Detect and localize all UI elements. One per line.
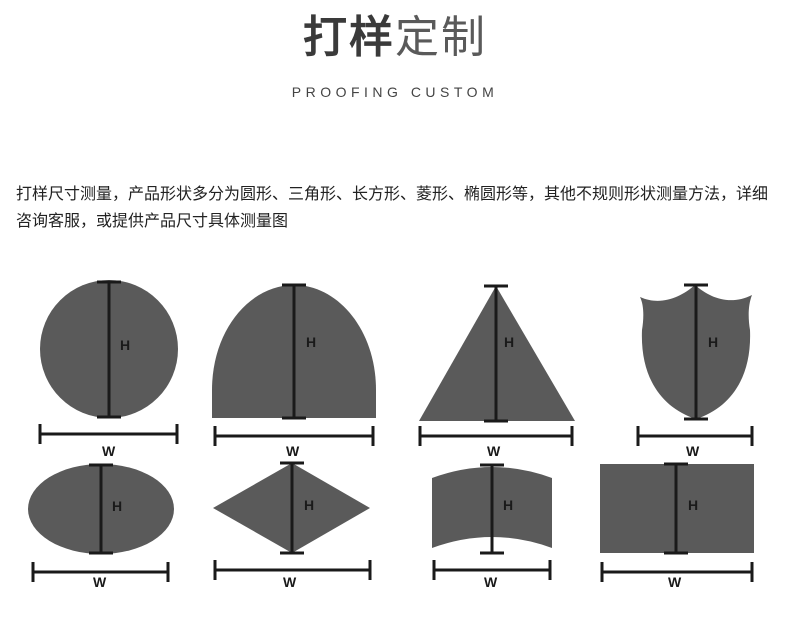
triangle-width-label: W	[487, 443, 501, 459]
curved-band-height-label: H	[503, 497, 513, 513]
curved-band-shape-group: H W	[432, 463, 552, 590]
diamond-shape-group: H W	[213, 461, 372, 590]
arch-shape-group: H W	[212, 283, 376, 459]
triangle-shape-group: H W	[418, 284, 575, 459]
page-subtitle: PROOFING CUSTOM	[291, 84, 499, 100]
page-title: 打样定制	[0, 10, 790, 66]
arch-width-label: W	[286, 443, 300, 459]
circle-width-label: W	[102, 443, 116, 459]
diamond-width-label: W	[283, 574, 297, 590]
shield-width-label: W	[686, 443, 700, 459]
rectangle-shape-group: H W	[600, 462, 754, 590]
rectangle-width-label: W	[668, 574, 682, 590]
diamond-height-label: H	[304, 497, 314, 513]
circle-shape-group: H W	[38, 280, 179, 459]
shield-height-label: H	[708, 334, 718, 350]
ellipse-width-label: W	[93, 574, 107, 590]
ellipse-shape-group: H W	[28, 463, 174, 590]
ellipse-height-label: H	[112, 498, 122, 514]
title-light: 定制	[395, 12, 487, 63]
rectangle-height-label: H	[688, 497, 698, 513]
title-bold: 打样	[303, 12, 395, 63]
arch-height-label: H	[306, 334, 316, 350]
measurement-description: 打样尺寸测量，产品形状多分为圆形、三角形、长方形、菱形、椭圆形等，其他不规则形状…	[16, 184, 769, 230]
circle-height-label: H	[120, 337, 130, 353]
shield-shape-group: H W	[636, 283, 754, 459]
curved-band-width-label: W	[484, 574, 498, 590]
triangle-height-label: H	[504, 334, 514, 350]
